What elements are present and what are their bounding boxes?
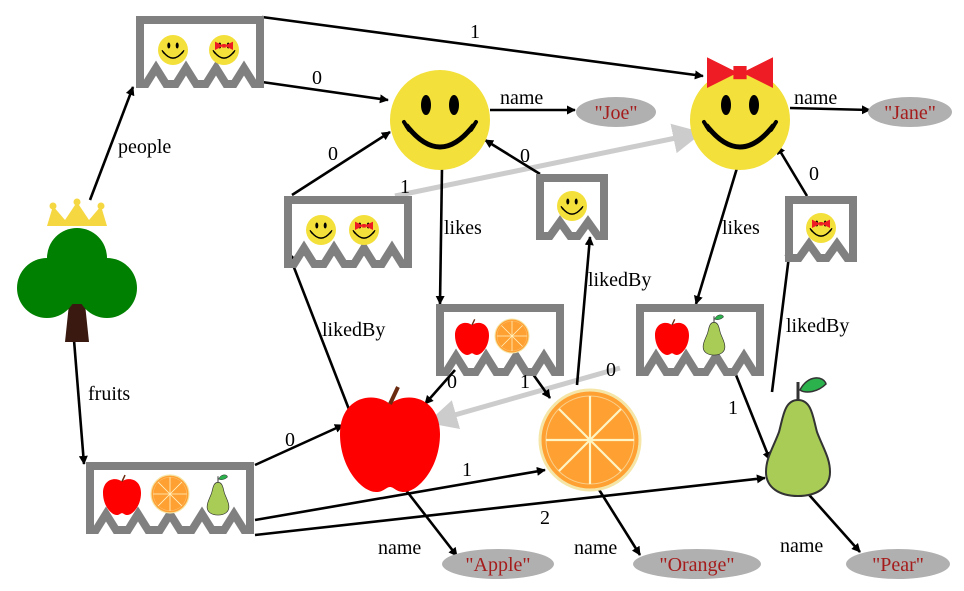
apple-icon — [654, 318, 690, 356]
edge-labels: people fruits 0 1 name name likes likes … — [88, 21, 849, 559]
edge-fruits-0 — [254, 423, 344, 467]
edge-joelikes-0 — [424, 369, 456, 405]
label-pear-likedby: likedBy — [786, 315, 849, 337]
people-list — [140, 20, 260, 84]
label-apple-likedby: likedBy — [322, 319, 385, 341]
edge-jane-likes — [694, 167, 739, 305]
jane-string: "Jane" — [884, 102, 936, 124]
edge-pear-name — [802, 487, 861, 553]
orange-likedby-list — [540, 178, 604, 236]
label-jl0: 0 — [447, 371, 457, 393]
label-p1: 1 — [470, 21, 480, 43]
pear-string-node: "Pear" — [846, 549, 950, 579]
joe-smiley-icon — [390, 70, 490, 170]
edge-fruits — [72, 339, 88, 465]
pear-likedby-list — [789, 200, 853, 258]
edge-people-1 — [261, 15, 704, 80]
edge-fruits-2 — [254, 474, 766, 537]
edge-pear-liked-0 — [775, 145, 809, 197]
pear-icon — [206, 474, 230, 516]
label-joe-name: name — [500, 87, 543, 109]
label-apple-name: name — [378, 537, 421, 559]
apple-icon — [102, 474, 142, 516]
orange-icon — [150, 474, 190, 514]
edges — [72, 15, 871, 557]
pear-icon — [764, 376, 832, 498]
apple-icon — [454, 318, 490, 356]
label-f0: 0 — [285, 429, 295, 451]
label-f2: 2 — [540, 507, 550, 529]
label-joe-likes: likes — [444, 217, 482, 239]
jane-string-node: "Jane" — [868, 97, 952, 127]
label-jnl1: 1 — [728, 397, 738, 419]
joe-likes-list — [440, 308, 560, 372]
orange-string: "Orange" — [659, 554, 734, 576]
smiley-bow-icon — [208, 34, 240, 66]
pear-icon — [702, 314, 726, 356]
apple-icon — [338, 385, 442, 494]
edge-jane-name — [789, 105, 871, 115]
orange-icon — [538, 388, 642, 492]
label-ob0: 0 — [520, 145, 530, 167]
edge-apple-name — [400, 484, 459, 557]
fruits-list — [90, 466, 250, 530]
label-pear-name: name — [780, 535, 823, 557]
orange-icon — [494, 318, 530, 354]
apple-likedby-list — [288, 200, 408, 264]
edge-orange-name — [596, 487, 642, 556]
smiley-icon — [305, 214, 337, 246]
edge-orange-likedby — [575, 236, 594, 386]
edge-janelikes-1 — [732, 369, 772, 461]
edge-orange-liked-0 — [484, 138, 541, 176]
edge-joe-liked-0 — [291, 130, 391, 197]
edge-people-0 — [261, 80, 389, 104]
apple-string: "Apple" — [465, 554, 530, 576]
label-pb0: 0 — [809, 163, 819, 185]
edge-joe-likes — [435, 167, 445, 305]
label-jnl0: 0 — [606, 359, 616, 381]
label-jane-name: name — [794, 87, 837, 109]
apple-string-node: "Apple" — [442, 549, 554, 579]
edge-fruits-1 — [254, 466, 546, 522]
pear-string: "Pear" — [872, 554, 924, 576]
smiley-icon — [556, 190, 588, 222]
smiley-bow-icon — [805, 212, 837, 244]
label-al0: 0 — [328, 143, 338, 165]
edge-apple-likedby — [286, 251, 352, 413]
label-p0: 0 — [312, 67, 322, 89]
edge-people — [88, 86, 135, 201]
joe-string: "Joe" — [595, 102, 638, 124]
jane-smiley-bow-icon — [690, 57, 790, 170]
edge-apple-back — [427, 365, 621, 430]
smiley-icon — [157, 34, 189, 66]
label-orange-name: name — [574, 537, 617, 559]
label-f1: 1 — [462, 459, 472, 481]
orange-string-node: "Orange" — [633, 549, 761, 579]
label-al1: 1 — [400, 176, 410, 198]
label-orange-likedby: likedBy — [588, 269, 651, 291]
edge-jane-back — [394, 123, 703, 199]
jane-likes-list — [640, 308, 760, 372]
edge-pear-likedby — [770, 247, 794, 393]
joe-string-node: "Joe" — [576, 97, 656, 127]
label-people: people — [118, 136, 171, 158]
smiley-bow-icon — [348, 214, 380, 246]
label-fruits: fruits — [88, 383, 130, 405]
clover-root-icon — [17, 198, 137, 342]
label-jane-likes: likes — [722, 217, 760, 239]
label-jl1: 1 — [520, 371, 530, 393]
